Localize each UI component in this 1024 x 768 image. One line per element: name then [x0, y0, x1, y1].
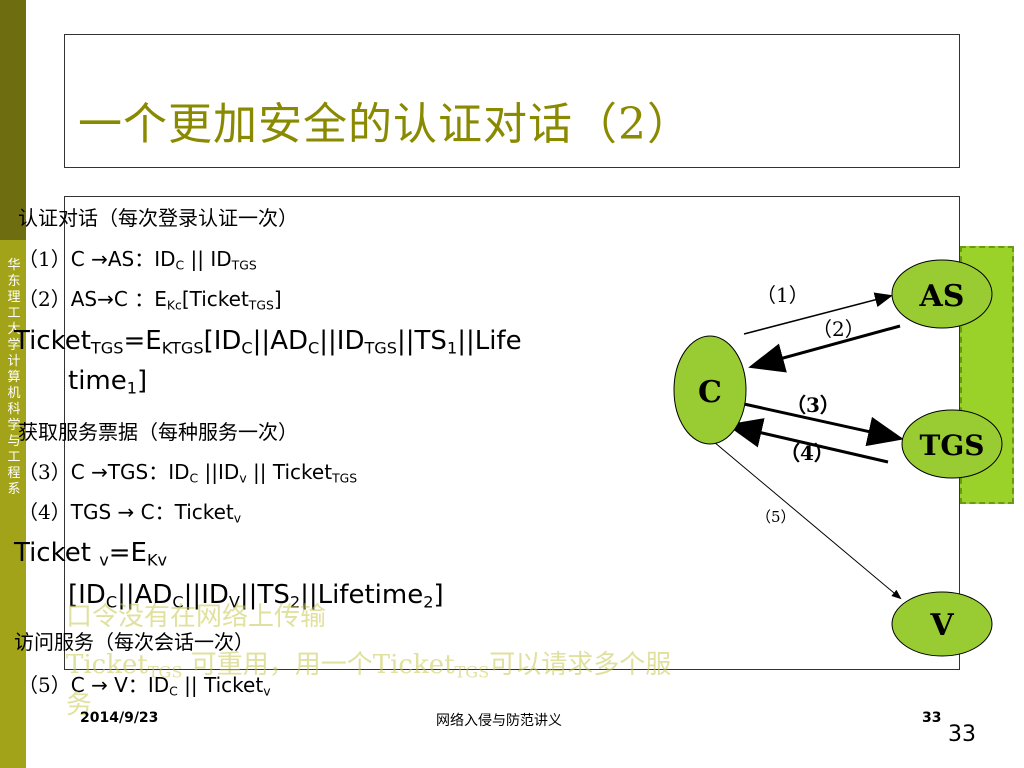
node-c	[673, 335, 747, 445]
arrow-icon: →	[91, 673, 108, 697]
node-v-label: V	[929, 608, 954, 643]
sidebar-char: 工	[7, 450, 21, 465]
step-3-number: （3）	[18, 460, 71, 484]
arrow-3	[743, 402, 904, 447]
node-c-label: C	[698, 375, 722, 410]
node-as	[891, 259, 993, 329]
edge-label-1: （1）	[756, 283, 809, 307]
sidebar-char: 系	[7, 482, 21, 497]
access-section-header: 访问服务（每次会话一次）	[14, 630, 254, 654]
sidebar-char: 与	[7, 434, 21, 449]
step-1-number: （1）	[18, 247, 71, 271]
sidebar-char: 华	[7, 258, 21, 273]
edge-label-3: （3）	[786, 393, 840, 417]
ticket-v-line-2: [IDC||ADC||IDV||TS2||Lifetime2]	[68, 580, 444, 612]
sidebar-char: 东	[7, 274, 21, 289]
arrow-2	[748, 324, 901, 373]
sidebar-char: 程	[7, 466, 21, 481]
sidebar-char: 科	[7, 402, 21, 417]
footer-date: 2014/9/23	[80, 710, 159, 726]
sidebar-char: 算	[7, 370, 21, 385]
left-sidebar-dark-band	[0, 0, 26, 240]
overlay-note-line-1: 口令没有在网络上传输	[66, 602, 327, 632]
edge-label-4: （4）	[780, 441, 834, 465]
ticket-tgs-line-1: TicketTGS=EKTGS[IDC||ADC||IDTGS||TS1||Li…	[14, 326, 522, 358]
footer-page-number: 33	[922, 710, 942, 726]
node-tgs	[901, 409, 1003, 479]
ticket-section-header: 获取服务票据（每种服务一次）	[18, 420, 298, 444]
sidebar-char: 机	[7, 386, 21, 401]
arrow-icon: →	[97, 287, 114, 311]
arrow-4	[726, 418, 889, 464]
step-2-line: （2）AS→C ：EKc[TicketTGS]	[18, 287, 282, 313]
step-4-number: （4）	[18, 500, 71, 524]
node-v	[891, 591, 993, 657]
arrow-icon: →	[117, 500, 135, 524]
sidebar-char: 工	[7, 306, 21, 321]
slide-page-number: 33	[948, 722, 976, 747]
step-5-number: （5）	[18, 673, 71, 697]
ticket-tgs-line-2: time1]	[68, 366, 148, 398]
arrow-icon: →	[91, 247, 108, 271]
sidebar-vertical-text: 华东理工大学计算机科学与工程系	[6, 258, 22, 498]
edge-label-2: （2）	[812, 317, 865, 341]
step-4-line: （4）TGS → C：Ticketv	[18, 500, 242, 526]
sidebar-char: 学	[7, 338, 21, 353]
step-3-line: （3）C →TGS：IDC ||IDv || TicketTGS	[18, 460, 358, 486]
arrow-5	[713, 441, 902, 600]
sidebar-char: 学	[7, 418, 21, 433]
arrow-1	[743, 292, 893, 335]
auth-section-header: 认证对话（每次登录认证一次）	[18, 206, 298, 230]
node-as-label: AS	[919, 279, 965, 314]
overlay-note-line-3: 务	[66, 690, 93, 720]
slide-title: 一个更加安全的认证对话（2）	[78, 99, 692, 150]
node-tgs-label: TGS	[920, 429, 985, 462]
step-5-line: （5）C → V：IDC || Ticketv	[18, 673, 271, 699]
sidebar-char: 计	[7, 354, 21, 369]
title-box	[64, 34, 960, 168]
edge-label-5: （5）	[756, 508, 796, 526]
footer-title: 网络入侵与防范讲义	[436, 713, 562, 729]
overlay-note-line-2: TicketTGS 可重用，用一个TicketTGS可以请求多个服	[66, 650, 672, 682]
sidebar-char: 理	[7, 290, 21, 305]
ticket-v-line-1: Ticket v=EKv	[14, 538, 168, 570]
step-2-number: （2）	[18, 287, 71, 311]
sidebar-char: 大	[7, 322, 21, 337]
arrow-icon: →	[91, 460, 108, 484]
step-1-line: （1）C →AS：IDC || IDTGS	[18, 247, 257, 273]
